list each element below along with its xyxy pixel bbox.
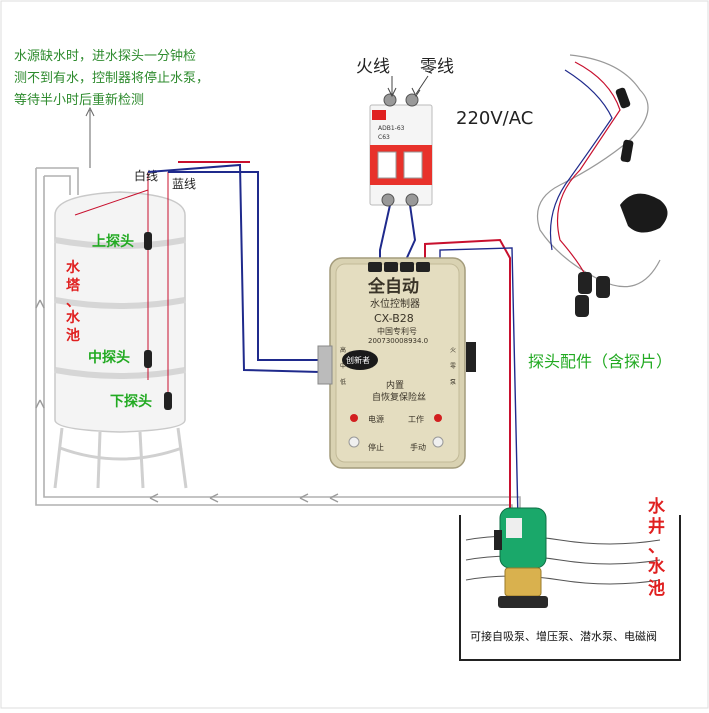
manual-button-label: 手动 — [410, 442, 426, 452]
svg-text:低: 低 — [340, 378, 346, 386]
svg-text:井: 井 — [648, 516, 665, 537]
lower-probe-label: 下探头 — [110, 393, 152, 410]
stop-button-label: 停止 — [368, 442, 384, 452]
svg-text:中: 中 — [340, 362, 346, 370]
middle-probe-label: 中探头 — [88, 349, 130, 366]
tank-side-label: 水 塔 、 水 池 — [66, 259, 81, 344]
circuit-breaker: ADB1-63 C63 — [369, 93, 433, 207]
svg-text:水源缺水时，进水探头一分钟检: 水源缺水时，进水探头一分钟检 — [14, 48, 196, 64]
neutral-arrow — [411, 75, 429, 97]
note-text: 水源缺水时，进水探头一分钟检 测不到有水，控制器将停止水泵， 等待半小时后重新检… — [14, 48, 209, 108]
controller-model: CX-B28 — [374, 312, 414, 325]
voltage-label: 220V/AC — [456, 108, 533, 129]
note-arrow — [85, 106, 95, 168]
svg-text:池: 池 — [66, 327, 80, 344]
svg-text:零: 零 — [450, 363, 456, 370]
water-tank — [53, 191, 188, 489]
live-wire-label: 火线 — [356, 57, 390, 77]
svg-text:塔: 塔 — [66, 277, 81, 294]
live-arrow — [387, 76, 397, 98]
svg-text:池: 池 — [648, 578, 665, 599]
probe-accessory-label: 探头配件（含探片） — [528, 352, 672, 371]
pump-note: 可接自吸泵、增压泵、潜水泵、电磁阀 — [470, 629, 657, 643]
work-led-label: 工作 — [408, 414, 424, 424]
brand-badge: 创新者 — [346, 355, 370, 365]
breaker-rating: C63 — [378, 134, 390, 141]
upper-probe-label: 上探头 — [92, 233, 134, 250]
fuse-label: 自恢复保险丝 — [372, 391, 426, 403]
svg-text:等待半小时后重新检测: 等待半小时后重新检测 — [14, 92, 144, 108]
svg-text:水: 水 — [66, 259, 81, 276]
neutral-wire-label: 零线 — [420, 57, 454, 77]
water-level-controller — [317, 257, 476, 469]
svg-text:水: 水 — [648, 556, 666, 577]
internal-label: 内置 — [386, 379, 404, 391]
flow-arrows — [35, 299, 339, 503]
probe-wires-in-tank — [74, 172, 169, 395]
blue-wire-label: 蓝线 — [172, 177, 196, 191]
well-side-label: 水 井 、 水 池 — [648, 496, 666, 599]
tank-probes — [144, 232, 172, 410]
wires — [147, 161, 519, 521]
patent-number: 200730008934.0 — [368, 337, 428, 345]
controller-title: 全自动 — [367, 276, 419, 297]
svg-text:、: 、 — [648, 537, 665, 557]
svg-text:泵: 泵 — [450, 379, 456, 386]
svg-text:水: 水 — [66, 309, 81, 326]
left-terminal-labels: 高 中 低 — [340, 346, 346, 386]
right-terminal-labels: 火 零 泵 — [450, 347, 456, 386]
breaker-model: ADB1-63 — [378, 125, 405, 132]
svg-text:测不到有水，控制器将停止水泵，: 测不到有水，控制器将停止水泵， — [14, 70, 209, 86]
svg-text:高: 高 — [340, 346, 346, 354]
submersible-pump — [494, 507, 548, 608]
svg-text:水: 水 — [648, 496, 666, 517]
svg-text:、: 、 — [66, 294, 80, 310]
power-led-label: 电源 — [368, 414, 384, 424]
patent-label: 中国专利号 — [377, 326, 417, 336]
white-wire-label: 白线 — [134, 168, 158, 183]
probe-accessories — [536, 54, 668, 317]
controller-subtitle: 水位控制器 — [370, 297, 420, 310]
svg-text:火: 火 — [450, 347, 456, 354]
